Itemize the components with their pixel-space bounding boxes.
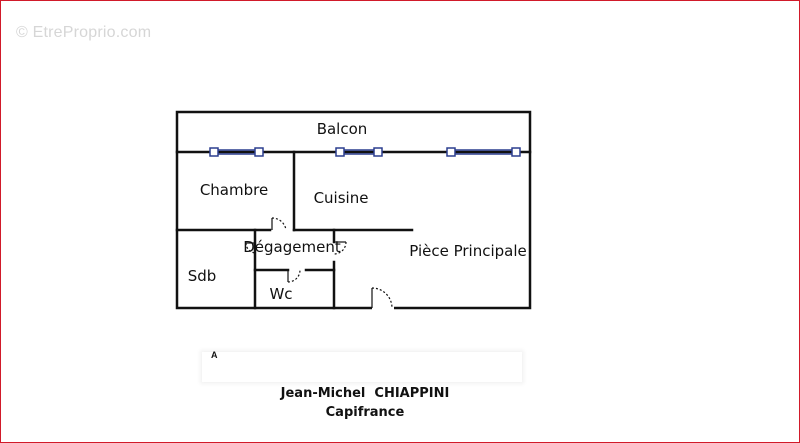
window-1-frame-left (209, 147, 219, 157)
caption-box (202, 352, 522, 382)
room-label-chambre: Chambre (200, 181, 268, 199)
sdb-door-swing (245, 242, 257, 254)
room-label-piece-principale: Pièce Principale (409, 242, 527, 260)
author-name: Jean-Michel CHIAPPINI (280, 386, 450, 401)
room-label-sdb: Sdb (188, 267, 217, 285)
window-3-frame-right (511, 147, 521, 157)
room-label-degagement: Dégagement (243, 238, 341, 256)
wc-door-swing (287, 269, 301, 283)
chambre-door-swing (271, 217, 287, 231)
room-label-cuisine: Cuisine (314, 189, 369, 207)
outer-wall (175, 110, 532, 310)
company-name: Capifrance (325, 405, 405, 420)
window-2-frame-left (335, 147, 345, 157)
window-2-frame-right (373, 147, 383, 157)
window-1-frame-right (254, 147, 264, 157)
entrance-door-swing (371, 287, 393, 309)
degagement-door-swing (333, 241, 347, 255)
caption-letter: A (211, 350, 218, 360)
window-3-frame-left (446, 147, 456, 157)
watermark: © EtreProprio.com (16, 24, 152, 41)
room-label-wc: Wc (269, 285, 292, 303)
room-label-balcon: Balcon (317, 120, 368, 138)
